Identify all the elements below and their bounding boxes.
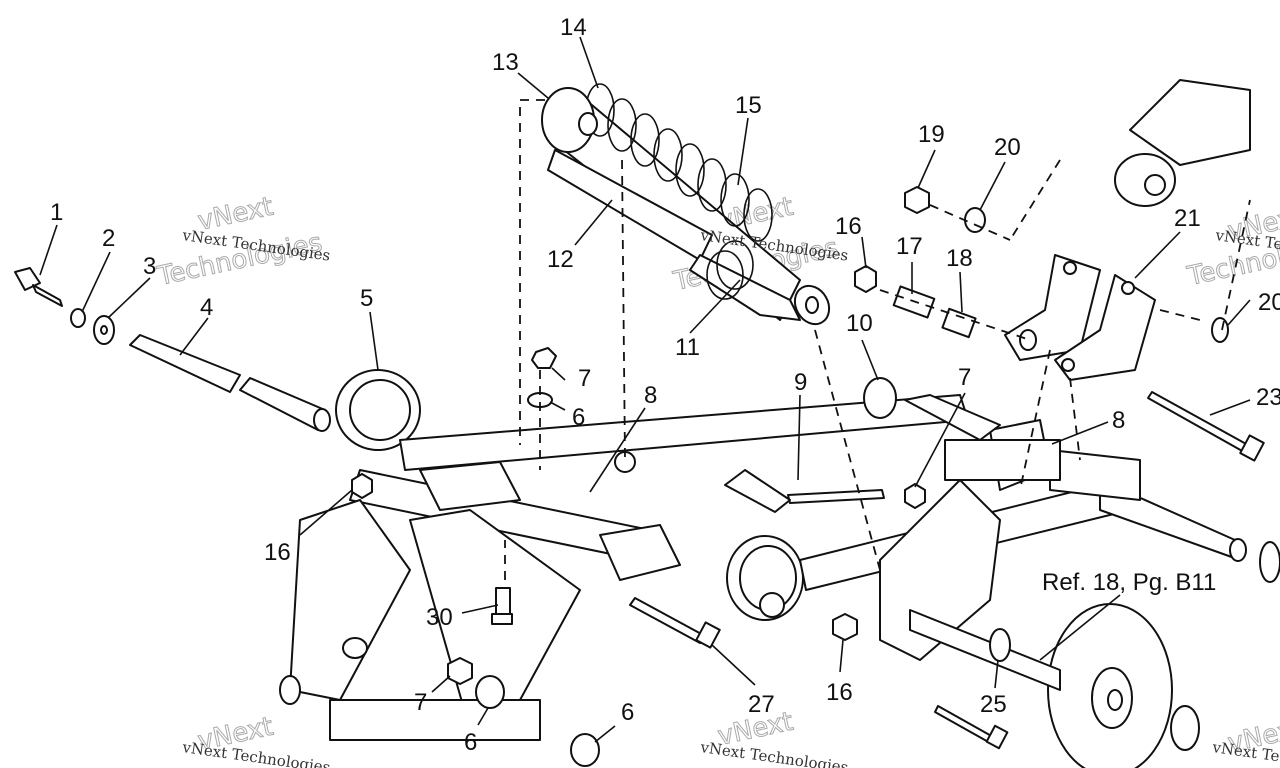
callout-30: 30 [426,604,453,631]
callout-19: 19 [918,121,945,148]
bolts [491,391,1265,750]
callout-21: 21 [1174,205,1201,232]
callout-7: 7 [414,689,427,716]
rocker-arm [1004,254,1156,381]
callout-12: 12 [547,246,574,273]
callout-25: 25 [980,691,1007,718]
callout-15: 15 [735,92,762,119]
callout-8: 8 [644,382,657,409]
callout-17: 17 [896,233,923,260]
callout-13: 13 [492,49,519,76]
callout-16: 16 [835,213,862,240]
callout-11: 11 [675,334,700,361]
pivot-shaft-assembly [14,267,331,432]
nuts-and-washers [351,186,1229,767]
callout-14: 14 [560,14,587,41]
callout-1: 1 [50,199,63,226]
reference-label: Ref. 18, Pg. B11 [1042,569,1216,596]
callout-6: 6 [464,729,477,756]
watermark-label: vNext Technologies [698,738,849,768]
callout-6: 6 [621,699,634,726]
callout-10: 10 [846,310,873,337]
callout-9: 9 [794,369,807,396]
callout-20: 20 [994,134,1021,161]
callout-16: 16 [826,679,853,706]
callout-3: 3 [143,253,156,280]
callout-5: 5 [360,285,373,312]
callout-6: 6 [572,404,585,431]
leader-lines [39,36,1251,743]
callout-23: 23 [1256,384,1280,411]
callout-7: 7 [958,364,971,391]
callout-27: 27 [748,691,775,718]
callout-7: 7 [578,365,591,392]
callout-18: 18 [946,245,973,272]
callout-2: 2 [102,225,115,252]
callout-labels: 1 2 3 4 5 7 6 8 14 13 15 12 11 9 10 16 1… [50,14,1280,756]
rear-shock-body [1114,79,1251,207]
shock-absorber [541,83,831,326]
callout-20: 20 [1258,289,1280,316]
callout-16: 16 [264,539,291,566]
callout-4: 4 [200,294,213,321]
callout-8: 8 [1112,407,1125,434]
alignment-lines [504,99,1251,580]
